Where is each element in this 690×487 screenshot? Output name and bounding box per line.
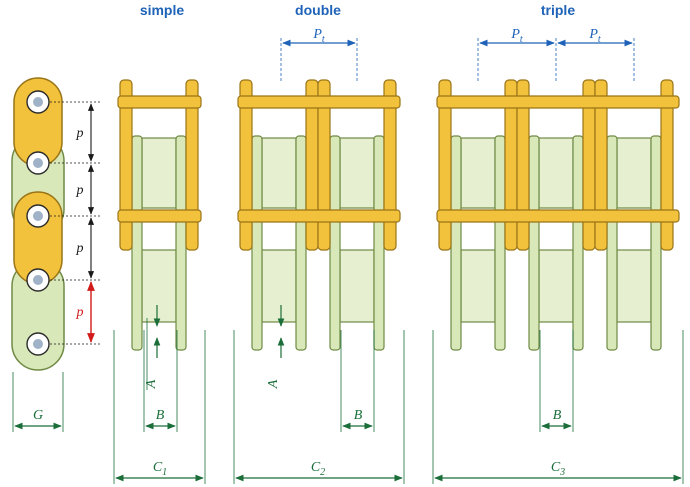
outer-plate-double-0: [239, 79, 253, 251]
roller-double-1: [339, 249, 375, 323]
b-label-double: B: [354, 408, 363, 423]
inner-plate-triple-1: [572, 135, 584, 351]
b-label-triple: B: [553, 408, 562, 423]
roller-double-1: [339, 137, 375, 209]
inner-plate-double-0: [295, 135, 307, 351]
pitch-label-3: p: [76, 241, 84, 256]
inner-plate-double-0: [251, 135, 263, 351]
side-outer-link-1: [13, 77, 63, 167]
pin-triple: [436, 209, 680, 223]
outer-plate-triple-1: [516, 79, 530, 251]
c3-label: C3: [551, 460, 565, 478]
inner-plate-simple-0: [131, 135, 143, 351]
outer-plate-double-1: [383, 79, 397, 251]
pin-double: [237, 209, 401, 223]
c1-label: C1: [153, 460, 167, 478]
pitch-label-4: p: [76, 305, 84, 320]
pitch-label-2: p: [76, 183, 84, 198]
pin-triple: [436, 95, 680, 109]
inner-plate-triple-0: [450, 135, 462, 351]
side-outer-link-2: [13, 191, 63, 285]
roller-triple-2: [616, 249, 652, 323]
title-double: double: [295, 2, 341, 18]
c2-label: C2: [311, 460, 325, 478]
a-label-simple: A: [144, 379, 159, 389]
inner-plate-triple-2: [650, 135, 662, 351]
g-label: G: [33, 408, 43, 423]
outer-plate-simple-0: [119, 79, 133, 251]
title-simple: simple: [140, 2, 185, 18]
outer-plate-triple-2: [594, 79, 608, 251]
inner-plate-simple-0: [175, 135, 187, 351]
pt-label-double: Pt: [312, 27, 325, 45]
title-triple: triple: [541, 2, 575, 18]
b-label-simple: B: [156, 408, 165, 423]
roller-simple-0: [141, 137, 177, 209]
chain-top-views: [117, 79, 680, 351]
inner-plate-double-1: [373, 135, 385, 351]
roller-triple-0: [460, 137, 496, 209]
inner-plate-triple-0: [494, 135, 506, 351]
pt-label-triple-2: Pt: [588, 27, 601, 45]
roller-double-0: [261, 249, 297, 323]
pin-double: [237, 95, 401, 109]
outer-plate-triple-2: [660, 79, 674, 251]
roller-double-0: [261, 137, 297, 209]
roller-simple-0: [141, 249, 177, 323]
roller-triple-1: [538, 137, 574, 209]
a-label-double: A: [266, 379, 281, 389]
roller-triple-0: [460, 249, 496, 323]
pin-simple: [117, 95, 202, 109]
pt-label-triple-1: Pt: [510, 27, 523, 45]
chain-side-view: p p p p G: [11, 77, 100, 432]
inner-plate-triple-2: [606, 135, 618, 351]
pin-simple: [117, 209, 202, 223]
inner-plate-triple-1: [528, 135, 540, 351]
dimensions: Pt Pt Pt A A B B B: [113, 27, 684, 484]
outer-plate-simple-0: [185, 79, 199, 251]
pitch-label-1: p: [76, 126, 84, 141]
inner-plate-double-1: [329, 135, 341, 351]
roller-triple-1: [538, 249, 574, 323]
outer-plate-triple-0: [438, 79, 452, 251]
outer-plate-double-1: [317, 79, 331, 251]
roller-triple-2: [616, 137, 652, 209]
